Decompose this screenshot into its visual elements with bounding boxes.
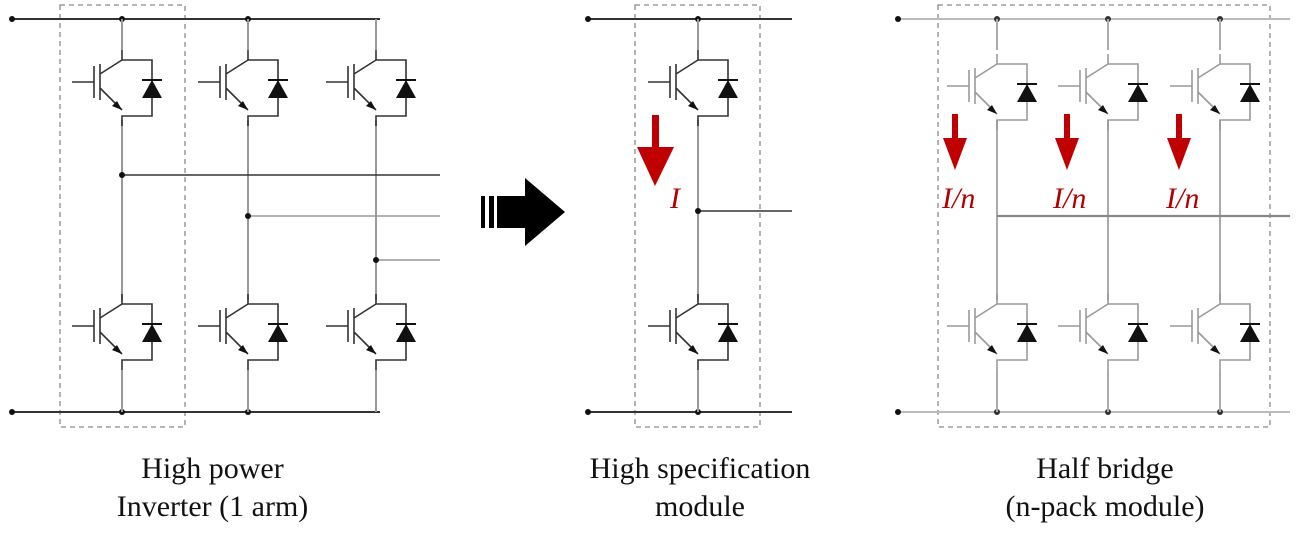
igbt-switch-icon (1169, 53, 1261, 131)
caption-line: High specification (589, 452, 811, 485)
igbt-switch-icon (647, 49, 739, 127)
current-arrow-icon (1167, 114, 1191, 170)
current-label: I (669, 182, 682, 215)
caption-line: Half bridge (1036, 452, 1174, 485)
caption-line: Inverter (1 arm) (116, 490, 309, 523)
igbt-switch-icon (946, 293, 1038, 371)
current-arrow-icon (943, 114, 967, 170)
igbt-switch-icon (71, 49, 163, 127)
caption-high-specification-module: High specification module (550, 450, 850, 526)
panel-high-specification-module: I (585, 4, 792, 428)
igbt-switch-icon (325, 49, 417, 127)
current-share-label: I/n (941, 182, 975, 215)
current-arrow-icon (637, 115, 674, 186)
igbt-switch-icon (946, 53, 1038, 131)
igbt-switch-icon (1169, 293, 1261, 371)
arm-dashed-box (59, 4, 186, 428)
igbt-switch-icon (1057, 293, 1149, 371)
caption-line: module (655, 490, 745, 523)
transition-arrow-icon (481, 178, 565, 246)
circuit-schematic: I I/n (9, 4, 1290, 428)
current-share-label: I/n (1165, 182, 1199, 215)
igbt-switch-icon (71, 293, 163, 371)
caption-high-power-inverter: High power Inverter (1 arm) (60, 450, 365, 526)
caption-line: (n-pack module) (1005, 490, 1205, 523)
panel-half-bridge-n-pack: I/n I/n I/n (895, 4, 1290, 428)
igbt-switch-icon (1057, 53, 1149, 131)
current-share-label: I/n (1052, 182, 1086, 215)
igbt-switch-icon (197, 49, 289, 127)
igbt-switch-icon (325, 293, 417, 371)
caption-half-bridge: Half bridge (n-pack module) (950, 450, 1260, 526)
caption-line: High power (141, 452, 284, 485)
igbt-switch-icon (647, 293, 739, 371)
current-arrow-icon (1055, 114, 1079, 170)
panel-high-power-inverter (9, 4, 440, 428)
module-dashed-box (634, 4, 761, 428)
igbt-switch-icon (197, 293, 289, 371)
